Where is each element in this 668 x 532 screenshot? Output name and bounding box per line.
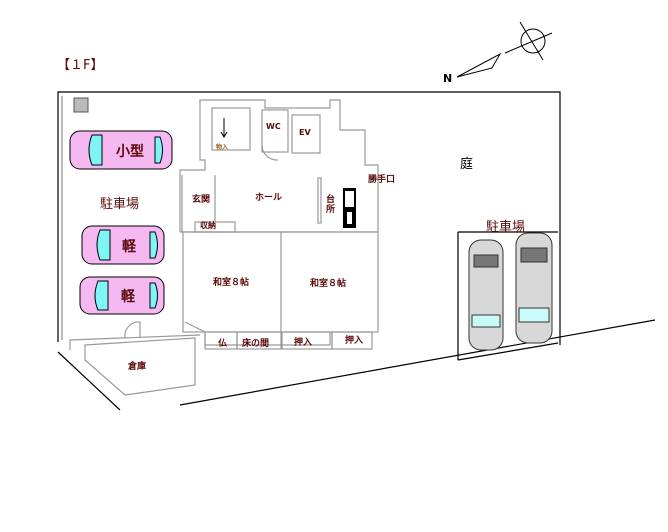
kitchen-sink-icon bbox=[343, 188, 356, 228]
back-door-label: 勝手口 bbox=[368, 175, 396, 185]
tokonoma-label: 床の間 bbox=[242, 339, 270, 349]
parking-right-label: 駐車場 bbox=[486, 220, 526, 235]
washitsu-1-label: 和室８帖 bbox=[213, 278, 250, 288]
car-small-icon bbox=[69, 130, 173, 170]
car-kei-2-label: 軽 bbox=[121, 289, 135, 305]
marker-square bbox=[73, 97, 89, 113]
oshiire-2-label: 押入 bbox=[345, 336, 364, 346]
closet-stair-label: 物入 bbox=[216, 144, 229, 151]
floor-label: 【１F】 bbox=[57, 58, 104, 73]
site-boundary bbox=[57, 91, 656, 411]
oshiire-1-label: 押入 bbox=[294, 338, 313, 348]
entrance-label: 玄関 bbox=[192, 195, 211, 205]
compass-icon bbox=[456, 21, 553, 78]
washitsu-2-label: 和室８帖 bbox=[310, 279, 347, 289]
building-outline bbox=[69, 99, 379, 396]
shoe-storage-label: 収納 bbox=[200, 221, 216, 230]
car-kei-1-label: 軽 bbox=[122, 239, 136, 255]
wc-label: WC bbox=[266, 122, 281, 131]
garden-label: 庭 bbox=[460, 157, 474, 172]
ev-label: EV bbox=[299, 128, 311, 137]
parking-left-label: 駐車場 bbox=[100, 197, 140, 212]
hall-label: ホール bbox=[255, 193, 283, 203]
compass-north-label: N bbox=[443, 72, 452, 85]
car-right-1-icon bbox=[468, 239, 504, 351]
car-right-2-icon bbox=[515, 232, 553, 344]
car-kei-2-icon bbox=[79, 276, 165, 315]
stair-arrow-icon bbox=[220, 118, 228, 138]
car-kei-1-icon bbox=[81, 225, 165, 265]
storage-shed-label: 倉庫 bbox=[128, 362, 147, 372]
kitchen-label: 台所 bbox=[326, 195, 336, 215]
car-small-label: 小型 bbox=[116, 144, 144, 160]
butsuma-label: 仏 bbox=[218, 339, 228, 349]
